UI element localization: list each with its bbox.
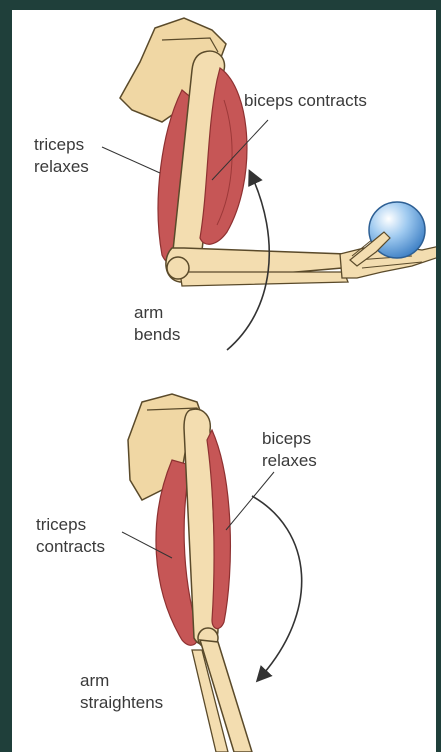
bottom-biceps-label: biceps relaxes [262,428,317,472]
top-triceps-leader [102,147,160,173]
top-motion-label: arm bends [134,302,180,346]
top-biceps-label: biceps contracts [244,90,367,112]
bottom-triceps-label: triceps contracts [36,514,105,558]
bottom-motion-label: arm straightens [80,670,163,714]
top-ulna-bone [180,272,348,286]
bottom-biceps-leader [226,472,274,530]
arm-muscles-diagram [12,10,436,752]
top-triceps-label: triceps relaxes [34,134,89,178]
bottom-straighten-arrow [252,496,302,680]
top-arm [120,18,436,286]
diagram-frame: biceps contracts triceps relaxes arm ben… [12,10,436,752]
